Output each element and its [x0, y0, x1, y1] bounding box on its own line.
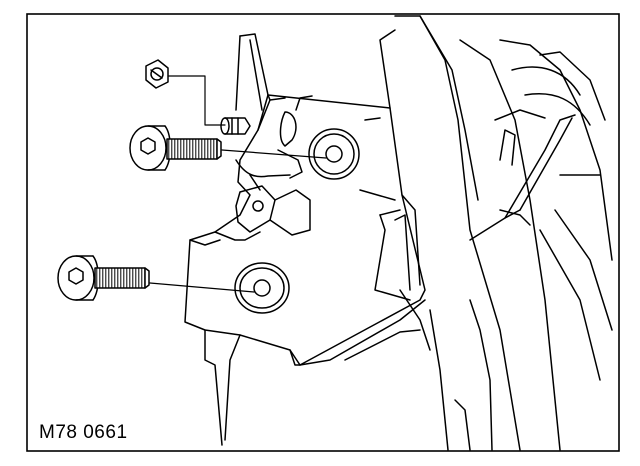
lower-bolt [57, 255, 150, 301]
upper-bolt-leader-line [221, 149, 327, 159]
figure-reference-code: M78 0661 [39, 422, 128, 443]
nut-leader-line [167, 75, 226, 126]
lock-nut [145, 59, 169, 89]
upper-mounting-hole [308, 128, 360, 180]
latch-body [184, 29, 431, 446]
lower-bolt-leader-line [149, 282, 255, 293]
upper-bolt [129, 125, 222, 171]
door-pillar [394, 15, 613, 451]
latch-stud [220, 117, 251, 135]
diagram-border [26, 13, 620, 452]
lower-mounting-hole [234, 262, 290, 314]
